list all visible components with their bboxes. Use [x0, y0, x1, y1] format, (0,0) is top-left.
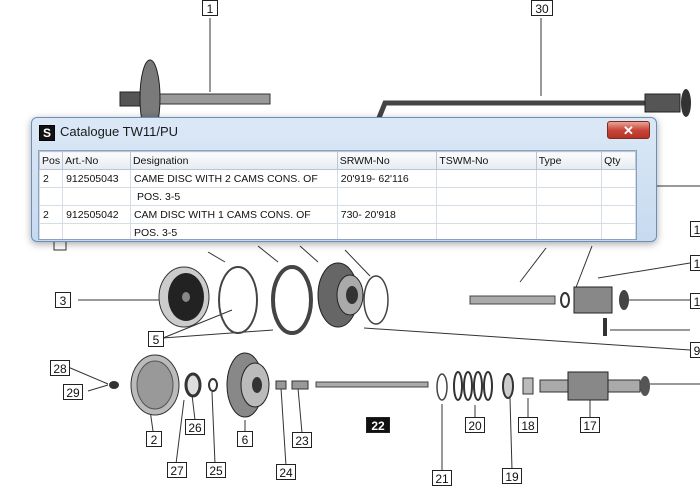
cell-art-no	[62, 223, 131, 239]
column-header-art-no[interactable]: Art.-No	[62, 151, 131, 170]
callout-23: 23	[292, 432, 312, 448]
part-washer	[436, 373, 448, 401]
part-ring	[208, 378, 218, 392]
column-header-srwm-no[interactable]: SRWM-No	[336, 151, 438, 170]
table-header-row: Pos Art.-No Designation SRWM-No TSWM-No …	[39, 151, 636, 170]
cell-qty	[601, 223, 636, 239]
cell-art-no: 912505043	[62, 169, 131, 188]
dialog-titlebar[interactable]: S Catalogue TW11/PU ✕	[32, 118, 656, 146]
callout-17: 17	[580, 417, 600, 433]
catalogue-table: Pos Art.-No Designation SRWM-No TSWM-No …	[39, 151, 636, 239]
cell-qty	[601, 169, 636, 188]
callout-5: 5	[148, 331, 164, 347]
callout-30: 30	[531, 0, 553, 16]
cell-tswm-no	[436, 187, 537, 206]
part-gasket-b	[271, 265, 313, 335]
dialog-title: Catalogue TW11/PU	[60, 124, 179, 139]
cell-qty	[601, 205, 636, 224]
part-cover-plate	[130, 354, 180, 416]
cell-tswm-no	[436, 205, 537, 224]
cell-srwm-no: 730- 20'918	[336, 205, 438, 224]
callout-20: 20	[465, 417, 485, 433]
cell-designation: CAME DISC WITH 2 CAMS CONS. OF	[129, 169, 338, 188]
cell-art-no	[62, 187, 131, 206]
app-logo-icon: S	[39, 125, 55, 141]
cell-art-no: 912505042	[62, 205, 131, 224]
callout-1-right-a: 1	[690, 221, 700, 237]
cell-tswm-no	[436, 169, 537, 188]
cell-designation: POS. 3-5	[129, 223, 338, 239]
cell-srwm-no	[336, 223, 438, 239]
callout-1-top: 1	[202, 0, 218, 16]
callout-19: 19	[502, 468, 522, 484]
callout-1-right-c: 1	[690, 293, 700, 309]
catalogue-grid: Pos Art.-No Designation SRWM-No TSWM-No …	[38, 150, 637, 240]
part-gear-hub	[317, 262, 364, 328]
cell-tswm-no	[436, 223, 537, 239]
cell-designation: POS. 3-5	[129, 187, 338, 206]
callout-6: 6	[237, 431, 253, 447]
part-worm-gear	[573, 286, 629, 314]
callout-24: 24	[276, 464, 296, 480]
cell-type	[535, 169, 603, 188]
callout-3: 3	[55, 292, 71, 308]
callout-21: 21	[432, 470, 452, 486]
leader-lines	[67, 18, 700, 472]
column-header-qty[interactable]: Qty	[601, 151, 636, 170]
column-header-pos[interactable]: Pos	[39, 151, 64, 170]
part-cam-disc	[158, 266, 210, 328]
table-row[interactable]: 2 912505043 CAME DISC WITH 2 CAMS CONS. …	[39, 169, 636, 188]
part-gasket-a	[218, 266, 258, 334]
cell-pos	[39, 187, 64, 206]
close-button[interactable]: ✕	[607, 121, 650, 139]
cell-designation: CAM DISC WITH 1 CAMS CONS. OF	[129, 205, 338, 224]
callout-2: 2	[146, 431, 162, 447]
table-row[interactable]: POS. 3-5	[39, 187, 636, 206]
part-bushing-a	[275, 380, 287, 390]
part-gasket-c	[363, 275, 389, 325]
catalogue-dialog: S Catalogue TW11/PU ✕ Pos Art.-No Design…	[31, 117, 657, 242]
part-hub	[226, 352, 270, 418]
callout-28: 28	[50, 360, 70, 376]
column-header-designation[interactable]: Designation	[129, 151, 338, 170]
cell-srwm-no	[336, 187, 438, 206]
part-small-ring	[560, 292, 570, 308]
callout-27: 27	[167, 462, 187, 478]
part-key	[603, 318, 607, 336]
cell-srwm-no: 20'919- 62'116	[336, 169, 438, 188]
cell-pos	[39, 223, 64, 239]
cell-pos: 2	[39, 169, 64, 188]
callout-9-right: 9	[690, 342, 700, 358]
table-row[interactable]: POS. 3-5	[39, 223, 636, 239]
callout-29: 29	[63, 384, 83, 400]
part-long-shaft	[315, 381, 429, 388]
callout-1-right-b: 1	[690, 255, 700, 271]
cell-type	[535, 205, 603, 224]
cell-pos: 2	[39, 205, 64, 224]
part-bearing	[184, 372, 202, 398]
cell-qty	[601, 187, 636, 206]
callout-18: 18	[518, 417, 538, 433]
part-small-screw	[109, 381, 119, 389]
table-row[interactable]: 2 912505042 CAM DISC WITH 1 CAMS CONS. O…	[39, 205, 636, 224]
part-washer-b	[502, 373, 514, 399]
part-pin-shaft	[469, 295, 556, 305]
part-spring	[453, 371, 493, 401]
cell-type	[535, 187, 603, 206]
part-worm-shaft	[539, 371, 650, 401]
column-header-type[interactable]: Type	[535, 151, 603, 170]
cell-type	[535, 223, 603, 239]
callout-25: 25	[206, 462, 226, 478]
column-header-tswm-no[interactable]: TSWM-No	[436, 151, 537, 170]
callout-26: 26	[185, 419, 205, 435]
part-bushing-b	[291, 380, 309, 390]
callout-22: 22	[366, 417, 390, 433]
part-collar	[522, 377, 534, 395]
